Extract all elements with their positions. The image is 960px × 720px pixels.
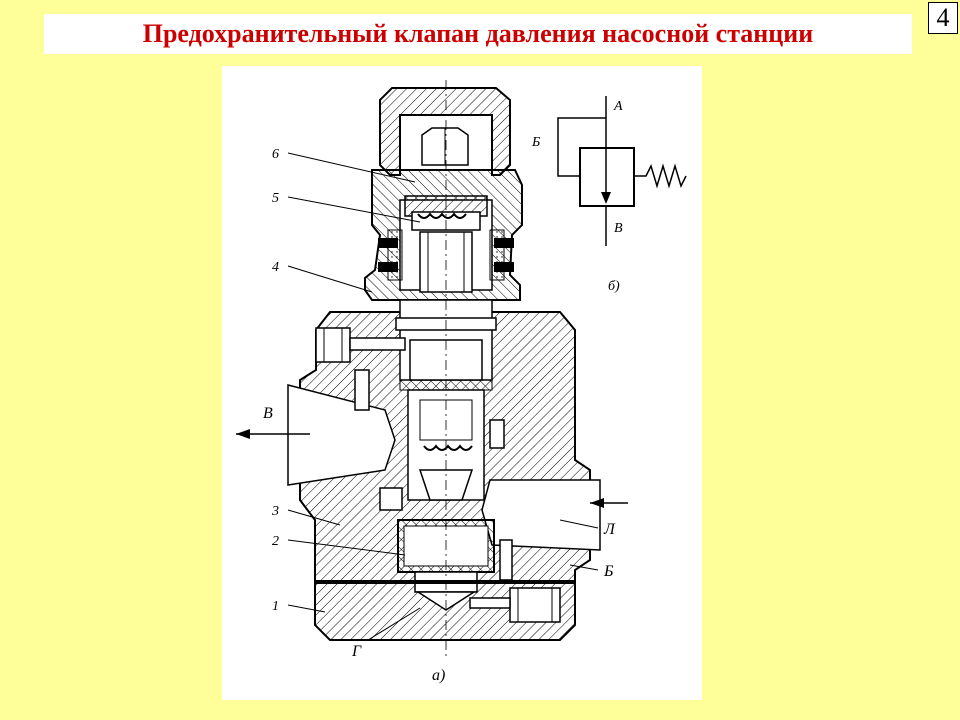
slide-number: 4 [928,2,958,34]
valve-drawing: 6 5 4 3 2 1 В Л Б Г а) А Б В б) [236,80,687,684]
caption-b: б) [608,279,620,294]
part-label-2: 2 [272,534,279,549]
main-body [287,80,601,660]
caption-a: а) [432,667,445,684]
slide-title: Предохранительный клапан давления насосн… [142,19,814,48]
top-cap [379,87,511,176]
port-label-b: Б [603,563,614,580]
symbol-label-v: В [614,221,623,236]
part-label-5: 5 [272,191,279,206]
part-label-4: 4 [272,260,279,275]
port-label-v: В [263,405,273,422]
title-bar: Предохранительный клапан давления насосн… [44,14,912,54]
leader-lines [287,152,599,641]
port-label-l: Л [603,521,616,538]
part-label-6: 6 [272,147,279,162]
port-label-g: Г [351,643,362,660]
valve-symbol: А Б В б) [531,96,687,294]
valve-figure: 6 5 4 3 2 1 В Л Б Г а) А Б В б) [222,66,702,700]
symbol-label-a: А [613,99,623,114]
flow-arrows [236,429,628,508]
symbol-label-b: Б [531,135,540,150]
part-label-3: 3 [271,504,279,519]
upper-housing [364,169,523,301]
part-label-1: 1 [272,599,279,614]
